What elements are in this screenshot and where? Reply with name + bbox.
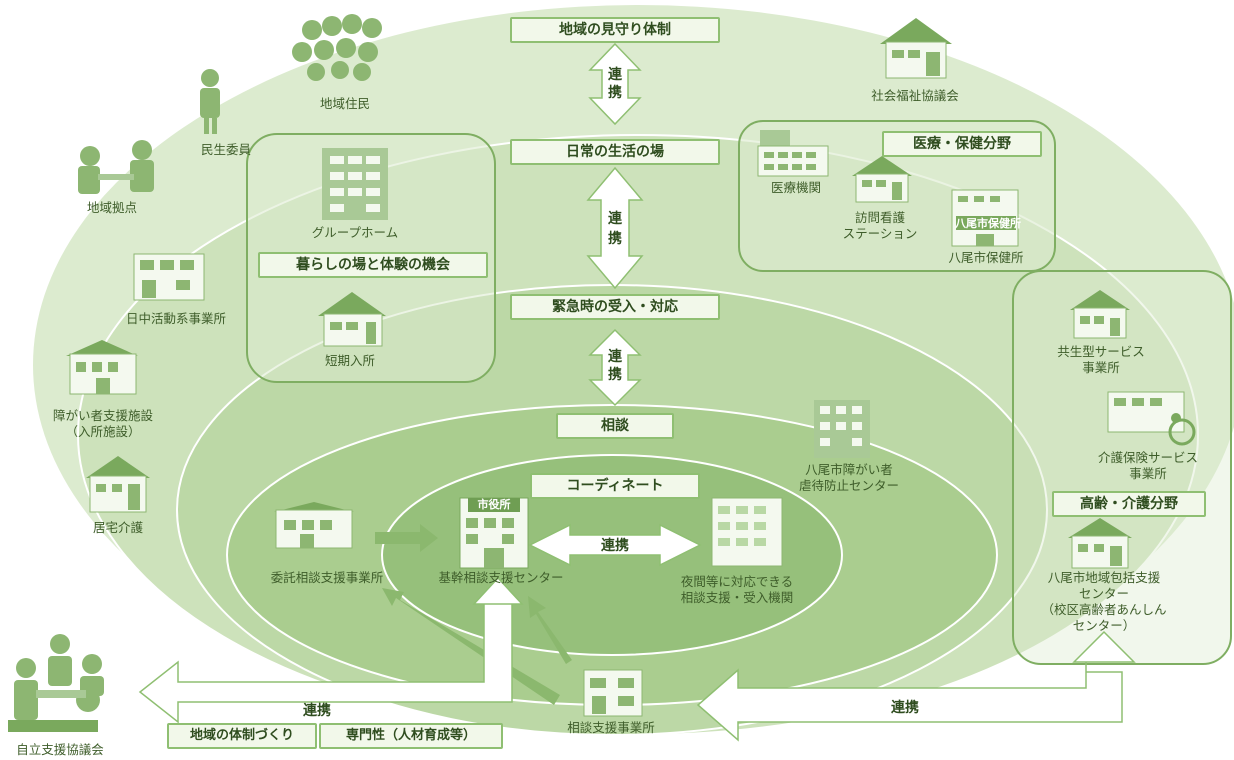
home-care-house-icon xyxy=(86,456,150,513)
link-top-char2: 携 xyxy=(608,85,622,101)
coordinate-box: コーディネート xyxy=(530,473,700,499)
visiting-nursing-house-icon xyxy=(852,156,912,203)
link-horizontal-label: 連携 xyxy=(601,538,629,554)
living-experience-box: 暮らしの場と体験の機会 xyxy=(258,252,488,278)
consign-office-icon xyxy=(274,502,354,549)
health-center-icon xyxy=(951,189,1019,247)
link-middle-char1: 連 xyxy=(608,211,622,227)
group-home-label: グループホーム xyxy=(311,225,399,240)
community-residents-icon xyxy=(292,14,382,81)
hospital-icon xyxy=(757,130,829,177)
core-center-label: 基幹相談支援センター xyxy=(438,570,564,585)
abuse-center-label: 八尾市障がい者 虐待防止センター xyxy=(798,462,899,493)
city-hall-icon xyxy=(459,497,529,569)
community-base-label: 地域拠点 xyxy=(86,200,137,215)
community-residents-label: 地域住民 xyxy=(319,96,370,111)
welfare-commissioner-icon xyxy=(200,69,220,134)
symbiotic-service-label: 共生型サービス 事業所 xyxy=(1057,344,1145,375)
comprehensive-center-icon xyxy=(1068,518,1132,569)
emergency-box: 緊急時の受入・対応 xyxy=(510,294,720,320)
elderly-field-box: 高齢・介護分野 xyxy=(1052,491,1206,517)
home-care-label: 居宅介護 xyxy=(92,520,143,535)
arrow-head-up-core xyxy=(472,576,524,605)
care-insurance-label: 介護保険サービス 事業所 xyxy=(1097,450,1198,481)
medical-field-box: 医療・保健分野 xyxy=(882,131,1042,157)
arrow-support-to-core xyxy=(528,596,572,664)
symbiotic-service-house-icon xyxy=(1070,290,1130,339)
arrow-link-lower xyxy=(588,328,642,407)
care-insurance-office-icon xyxy=(1107,391,1196,446)
visiting-nursing-label: 訪問看護 ステーション xyxy=(842,210,918,241)
link-council-label: 連携 xyxy=(303,703,331,719)
day-activity-office-label: 日中活動系事業所 xyxy=(125,311,226,326)
arrow-head-up-elderly xyxy=(1072,630,1136,663)
night-agency-label: 夜間等に対応できる 相談支援・受入機関 xyxy=(680,574,794,605)
group-home-icon xyxy=(322,148,388,220)
abuse-prevention-center-icon xyxy=(814,400,870,458)
frame-elderly xyxy=(1012,270,1232,665)
link-middle-char2: 携 xyxy=(608,231,622,247)
support-office-label: 相談支援事業所 xyxy=(567,720,655,735)
short-stay-house-icon xyxy=(318,292,386,347)
arrow-support-to-consign xyxy=(382,588,560,705)
link-top-char1: 連 xyxy=(608,67,622,83)
comprehensive-center-label: 八尾市地域包括支援 センター （校区高齢者あんしん センター） xyxy=(1041,570,1167,633)
link-elderly-label: 連携 xyxy=(891,700,919,716)
consign-office-label: 委託相談支援事業所 xyxy=(270,570,384,585)
arrow-link-top xyxy=(588,42,642,126)
daily-life-place-box: 日常の生活の場 xyxy=(510,139,720,165)
medical-institution-label: 医療機関 xyxy=(770,180,821,195)
disability-facility-icon xyxy=(66,340,138,395)
health-center-label: 八尾市保健所 xyxy=(948,250,1024,265)
disability-facility-label: 障がい者支援施設 （入所施設） xyxy=(52,408,153,439)
watch-system-box: 地域の見守り体制 xyxy=(510,17,720,43)
support-office-icon xyxy=(583,669,643,717)
link-lower-char1: 連 xyxy=(608,349,622,365)
arrow-link-middle xyxy=(586,166,644,290)
arrow-link-council xyxy=(138,597,513,724)
consultation-box: 相談 xyxy=(556,413,674,439)
social-welfare-council-icon xyxy=(880,18,952,79)
system-building-box: 地域の体制づくり xyxy=(167,723,317,749)
arrow-link-elderly xyxy=(696,660,1123,742)
welfare-commissioner-label: 民生委員 xyxy=(200,142,251,157)
council-label: 自立支援協議会 xyxy=(16,742,104,757)
arrow-link-horizontal xyxy=(528,523,702,567)
short-stay-label: 短期入所 xyxy=(324,353,375,368)
city-hall-sign: 市役所 xyxy=(477,498,511,511)
council-members-icon xyxy=(8,634,104,732)
link-lower-char2: 携 xyxy=(608,367,622,383)
social-welfare-council-label: 社会福祉協議会 xyxy=(871,88,959,103)
community-base-icon xyxy=(78,140,154,194)
health-center-sign: 八尾市保健所 xyxy=(955,217,1021,230)
day-activity-office-icon xyxy=(133,253,205,301)
arrow-consign-to-core xyxy=(375,524,438,552)
expertise-box: 専門性（人材育成等） xyxy=(319,723,503,749)
night-agency-building-icon xyxy=(711,497,783,567)
